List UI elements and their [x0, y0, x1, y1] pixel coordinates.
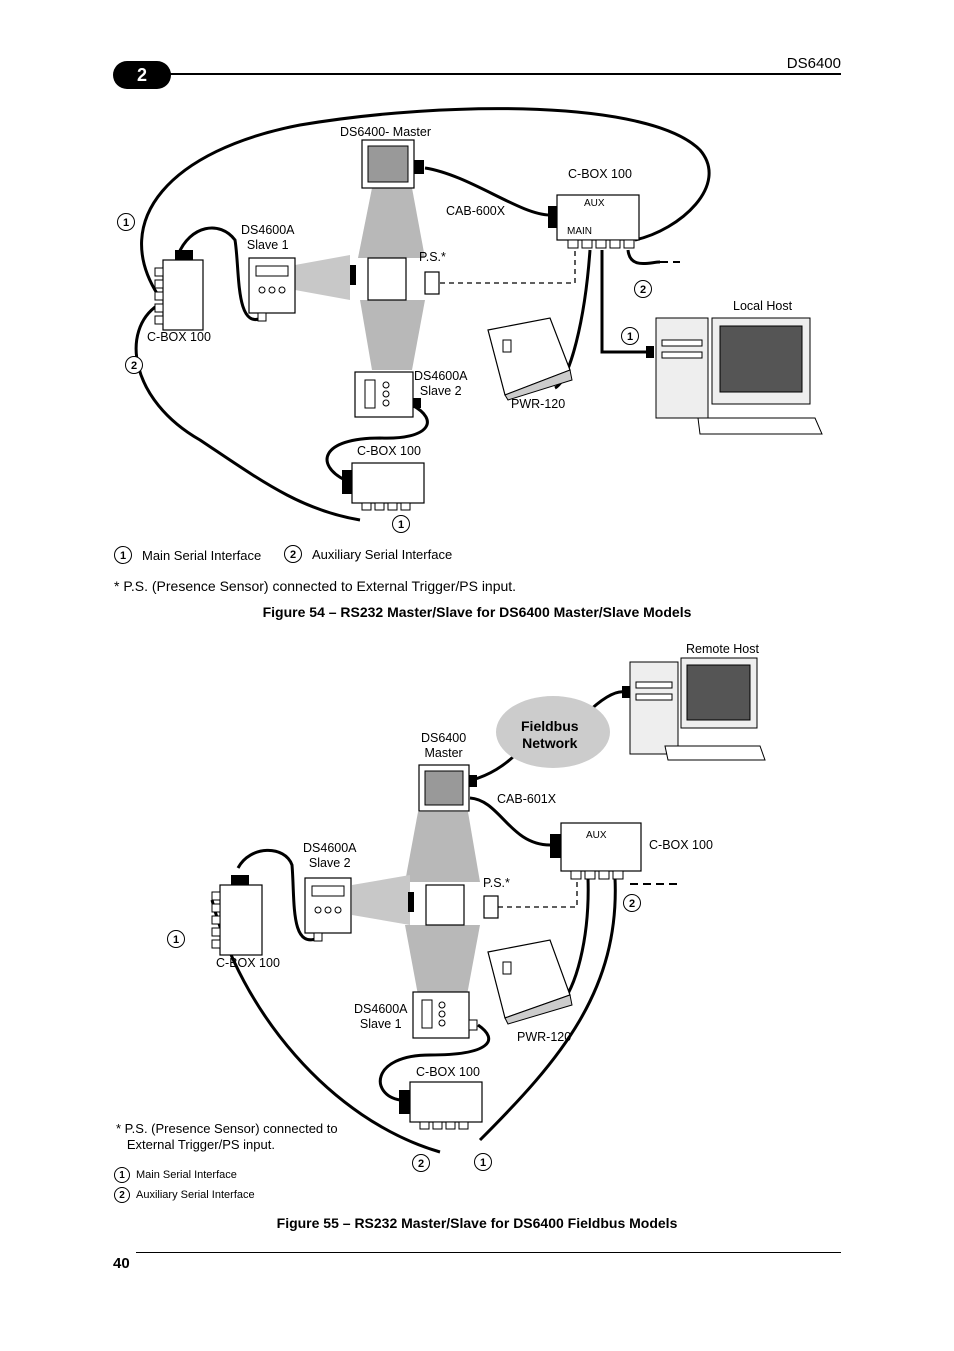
presence-sensor — [483, 895, 499, 919]
label-cbox-right: C-BOX 100 — [649, 838, 713, 852]
beam-slave1 — [295, 255, 350, 300]
cable-slave2 — [325, 403, 429, 482]
callout-2: 2 — [412, 1154, 430, 1172]
figure-55-note: * P.S. (Presence Sensor) connected to Ex… — [116, 1121, 338, 1152]
callout-1: 1 — [167, 930, 185, 948]
label-master: DS6400 Master — [421, 731, 467, 760]
product-name: DS6400 — [786, 55, 841, 72]
cable-main-loop — [140, 107, 711, 296]
label-remote-host: Remote Host — [686, 642, 759, 656]
label-pwr: PWR-120 — [517, 1030, 572, 1044]
label-slave2: DS4600A Slave 2 — [414, 369, 468, 398]
legend-num: 2 — [284, 545, 302, 563]
figure-54-note: * P.S. (Presence Sensor) connected to Ex… — [114, 578, 517, 594]
cbox-bottom — [399, 1081, 483, 1130]
legend-text: Main Serial Interface — [142, 548, 262, 563]
cable-slave1 — [378, 1023, 490, 1102]
cable-aux-lower — [134, 303, 361, 522]
presence-sensor — [424, 271, 440, 295]
legend-num: 2 — [114, 1187, 130, 1203]
remote-host-pc — [622, 657, 766, 761]
label-ps: P.S.* — [419, 250, 446, 264]
object-box — [367, 257, 407, 301]
cable-cab601x — [469, 796, 551, 847]
label-main: MAIN — [567, 226, 592, 237]
figure-54-diagram — [134, 107, 823, 522]
callout-2: 2 — [634, 280, 652, 298]
ds4600a-slave1 — [412, 991, 478, 1039]
label-fieldbus: Fieldbus Network — [521, 718, 579, 751]
label-slave1: DS4600A Slave 1 — [354, 1002, 408, 1031]
callout-1: 1 — [392, 515, 410, 533]
label-pwr: PWR-120 — [511, 397, 566, 411]
cable-to-host — [600, 250, 650, 354]
cbox-right — [548, 194, 640, 249]
callout-1: 1 — [117, 213, 135, 231]
pwr-120 — [487, 317, 573, 401]
label-local-host: Local Host — [733, 299, 793, 313]
cable-slave2 — [236, 848, 319, 942]
cable-slave1 — [176, 226, 263, 322]
legend-num: 1 — [114, 1167, 130, 1183]
cbox-left — [154, 250, 204, 331]
label-cab: CAB-601X — [497, 792, 557, 806]
label-cbox-right: C-BOX 100 — [568, 167, 632, 181]
beam-slave2 — [360, 300, 425, 370]
ds4600a-slave1 — [248, 257, 296, 322]
label-aux: AUX — [586, 830, 607, 841]
beam-master — [358, 188, 425, 258]
cbox-left — [211, 875, 263, 956]
callout-1: 1 — [621, 327, 639, 345]
cable-cab600x — [424, 166, 551, 217]
header-rule — [160, 73, 841, 75]
legend-text: Main Serial Interface — [136, 1169, 237, 1181]
legend-num: 1 — [114, 546, 132, 564]
callout-2: 2 — [623, 894, 641, 912]
ds6400-master-scanner — [361, 139, 424, 189]
ds6400-master-scanner — [418, 764, 477, 812]
callout-2: 2 — [125, 356, 143, 374]
figure-55-caption: Figure 55 – RS232 Master/Slave for DS640… — [276, 1215, 678, 1231]
legend-text: Auxiliary Serial Interface — [136, 1189, 255, 1201]
callout-1: 1 — [474, 1153, 492, 1171]
ds4600a-slave2 — [354, 371, 421, 418]
page-number: 40 — [113, 1255, 130, 1272]
figure-54-caption: Figure 54 – RS232 Master/Slave for DS640… — [262, 604, 692, 620]
figure-55-diagram — [210, 657, 766, 1154]
fieldbus-cloud — [496, 696, 610, 768]
cbox-bottom — [342, 462, 425, 511]
label-slave1: DS4600A Slave 1 — [241, 223, 295, 252]
cbox-right — [550, 822, 642, 880]
footer-rule — [136, 1252, 841, 1253]
label-master: DS6400- Master — [340, 125, 432, 139]
cable-fieldbus — [471, 753, 517, 782]
ds4600a-slave2 — [304, 877, 352, 942]
label-cbox-bottom: C-BOX 100 — [357, 444, 421, 458]
label-cab: CAB-600X — [446, 204, 506, 218]
label-aux: AUX — [584, 198, 605, 209]
local-host-pc — [646, 317, 823, 435]
pwr-120 — [487, 939, 573, 1025]
cable-aux-right — [478, 877, 617, 1142]
cable-aux-trail — [626, 249, 661, 265]
label-cbox-bottom: C-BOX 100 — [416, 1065, 480, 1079]
label-slave2: DS4600A Slave 2 — [303, 841, 357, 870]
legend-text: Auxiliary Serial Interface — [312, 547, 453, 562]
label-cbox-left: C-BOX 100 — [147, 330, 211, 344]
label-cbox-left: C-BOX 100 — [216, 956, 280, 970]
chapter-badge: 2 — [113, 61, 171, 89]
label-ps: P.S.* — [483, 876, 510, 890]
